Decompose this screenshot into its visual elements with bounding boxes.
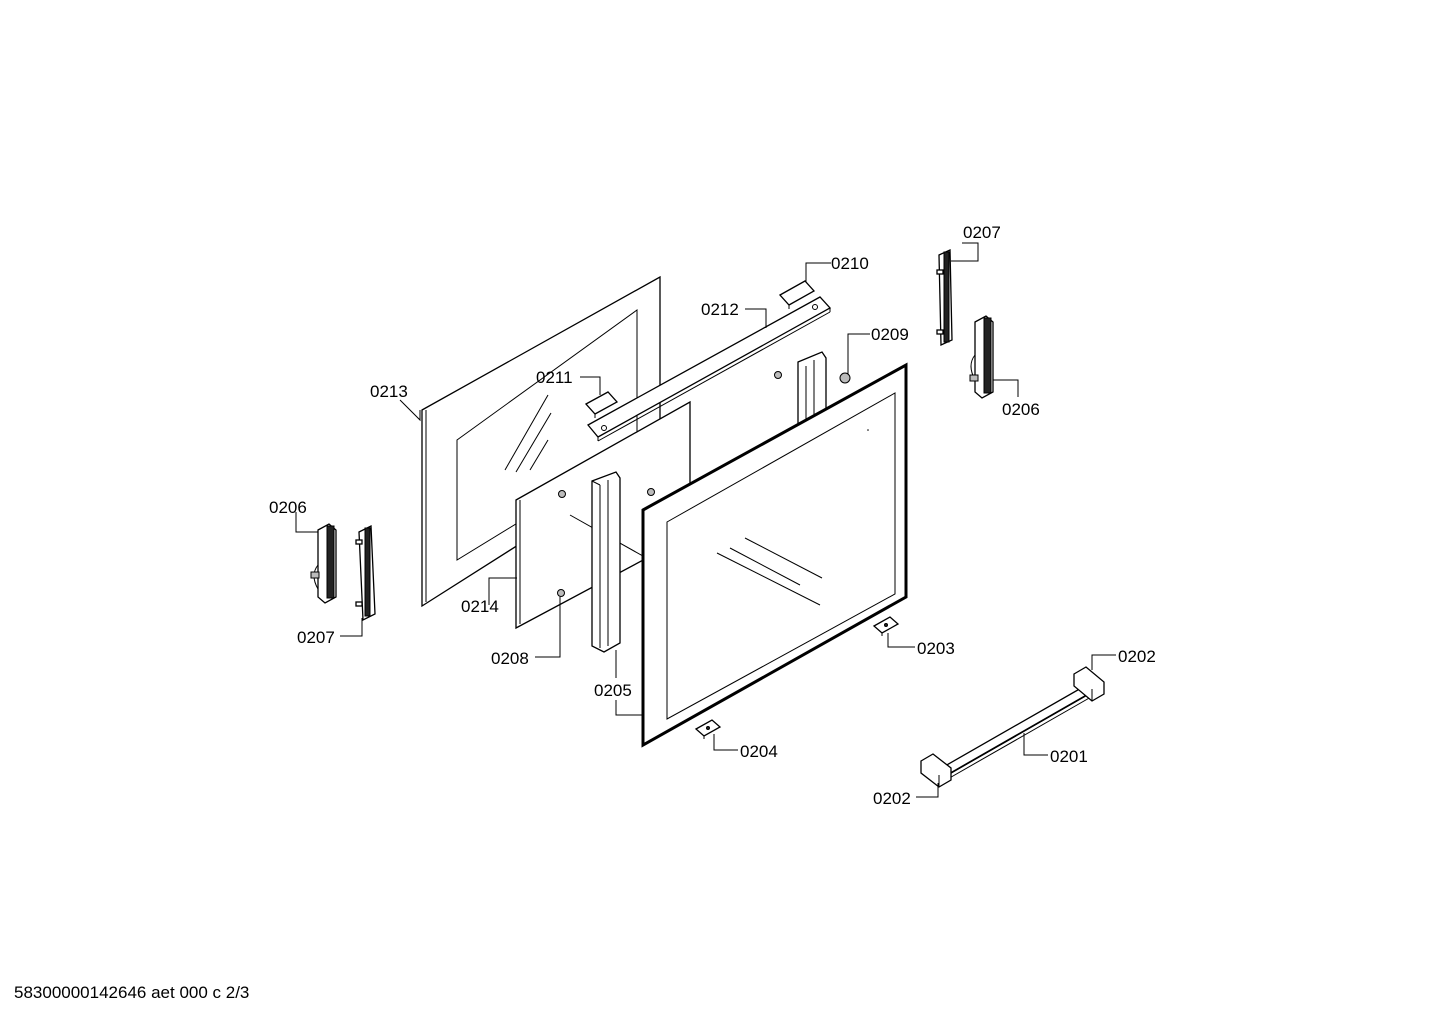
part-0205-left-profile xyxy=(591,471,621,653)
part-0209-spacer xyxy=(839,372,851,384)
part-0202-end-cap-left xyxy=(920,753,952,788)
label-0208: 0208 xyxy=(491,649,529,668)
part-0206-hinge-right xyxy=(969,315,994,399)
label-0202-right: 0202 xyxy=(1118,647,1156,666)
label-0210: 0210 xyxy=(831,254,869,273)
label-0213: 0213 xyxy=(370,382,408,401)
part-0202-end-cap-right xyxy=(1073,666,1105,702)
part-0213-inner-glass xyxy=(421,275,661,608)
part-0210-clip xyxy=(778,280,816,309)
leader-lines xyxy=(295,242,1116,798)
label-0204: 0204 xyxy=(740,742,778,761)
label-0201: 0201 xyxy=(1050,747,1088,766)
label-0206-left: 0206 xyxy=(269,498,307,517)
label-0211: 0211 xyxy=(536,368,573,387)
label-0207-right: 0207 xyxy=(963,223,1001,242)
label-0202-left: 0202 xyxy=(873,789,911,808)
label-0203: 0203 xyxy=(917,639,955,658)
part-0207-hinge-right xyxy=(936,249,953,346)
label-0205: 0205 xyxy=(594,681,632,700)
label-0209: 0209 xyxy=(871,325,909,344)
part-outer-door-glass xyxy=(641,362,908,748)
part-0212-top-strip xyxy=(586,296,832,442)
footer-document-id: 58300000142646 aet 000 c 2/3 xyxy=(14,983,249,1002)
part-0206-hinge-left xyxy=(310,523,337,604)
label-0207-left: 0207 xyxy=(297,628,335,647)
part-0211-clip xyxy=(584,391,619,418)
part-0204-bracket xyxy=(694,719,722,739)
part-0203-bracket xyxy=(872,616,900,636)
label-0212: 0212 xyxy=(701,300,739,319)
label-0206-right: 0206 xyxy=(1002,400,1040,419)
part-0207-hinge-left xyxy=(355,524,376,622)
label-0214: 0214 xyxy=(461,597,499,616)
